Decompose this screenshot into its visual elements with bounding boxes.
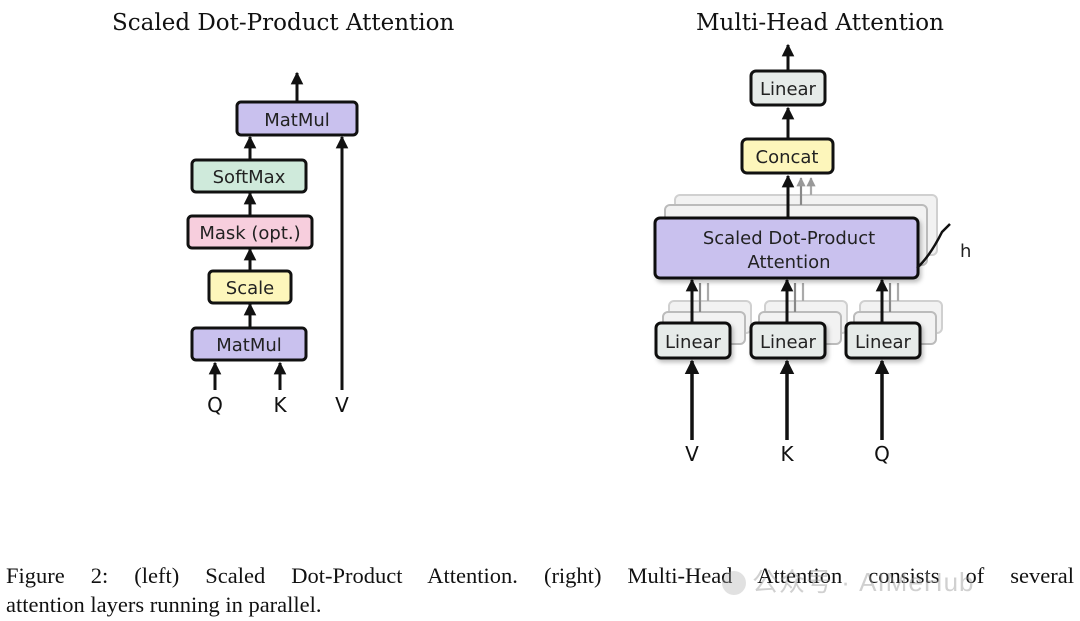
sdpa-label-line1: Scaled Dot-Product [703, 228, 875, 249]
mask-box: Mask (opt.) [186, 214, 314, 250]
softmax-rect [190, 158, 308, 194]
linear-out-label: Linear [760, 79, 817, 100]
concat-box: Concat [740, 137, 835, 175]
concat-rect [740, 137, 835, 175]
matmul-bottom-label: MatMul [216, 335, 282, 356]
matmul-top-label: MatMul [264, 110, 330, 131]
right-diagram-title: Multi-Head Attention [696, 10, 944, 36]
right-input-v: V [685, 442, 699, 466]
scale-label: Scale [226, 278, 274, 299]
matmul-bottom-box: MatMul [190, 326, 308, 362]
linear-q-label: Linear [855, 332, 912, 353]
heads-bracket [916, 223, 951, 269]
linear-q-rect [844, 321, 922, 360]
softmax-label: SoftMax [213, 167, 286, 188]
mask-label: Mask (opt.) [199, 223, 300, 244]
left-diagram: MatMul SoftMax Mask (opt.) Scale MatMul … [186, 71, 359, 417]
left-input-v: V [335, 393, 349, 417]
mask-rect [186, 214, 314, 250]
right-input-k: K [780, 442, 794, 466]
linear-out-rect [749, 69, 827, 107]
linear-v-rect [654, 321, 732, 360]
figure-caption: Figure 2: (left) Scaled Dot-Product Atte… [6, 561, 1074, 619]
linear-out-box: Linear [749, 69, 827, 107]
concat-label: Concat [756, 147, 819, 168]
left-input-q: Q [207, 393, 223, 417]
left-diagram-title: Scaled Dot-Product Attention [112, 10, 455, 36]
linear-q-box: Linear [844, 321, 922, 360]
scale-rect [207, 269, 293, 305]
linear-k-rect [749, 321, 827, 360]
right-diagram: Linear Concat Scaled Dot-Product Attenti… [653, 43, 971, 466]
sdpa-rect [653, 216, 920, 280]
matmul-top-box: MatMul [235, 100, 359, 137]
left-input-k: K [273, 393, 287, 417]
sdpa-label-line2: Attention [747, 252, 830, 273]
linear-k-label: Linear [760, 332, 817, 353]
linear-v-label: Linear [665, 332, 722, 353]
matmul-bottom-rect [190, 326, 308, 362]
caption-line-2: attention layers running in parallel. [6, 592, 322, 617]
caption-line-1: Figure 2: (left) Scaled Dot-Product Atte… [6, 563, 1074, 588]
scale-box: Scale [207, 269, 293, 305]
heads-label: h [960, 241, 971, 262]
right-input-q: Q [874, 442, 890, 466]
sdpa-box: Scaled Dot-Product Attention [653, 216, 920, 280]
linear-v-box: Linear [654, 321, 732, 360]
linear-k-box: Linear [749, 321, 827, 360]
matmul-top-rect [235, 100, 359, 137]
softmax-box: SoftMax [190, 158, 308, 194]
